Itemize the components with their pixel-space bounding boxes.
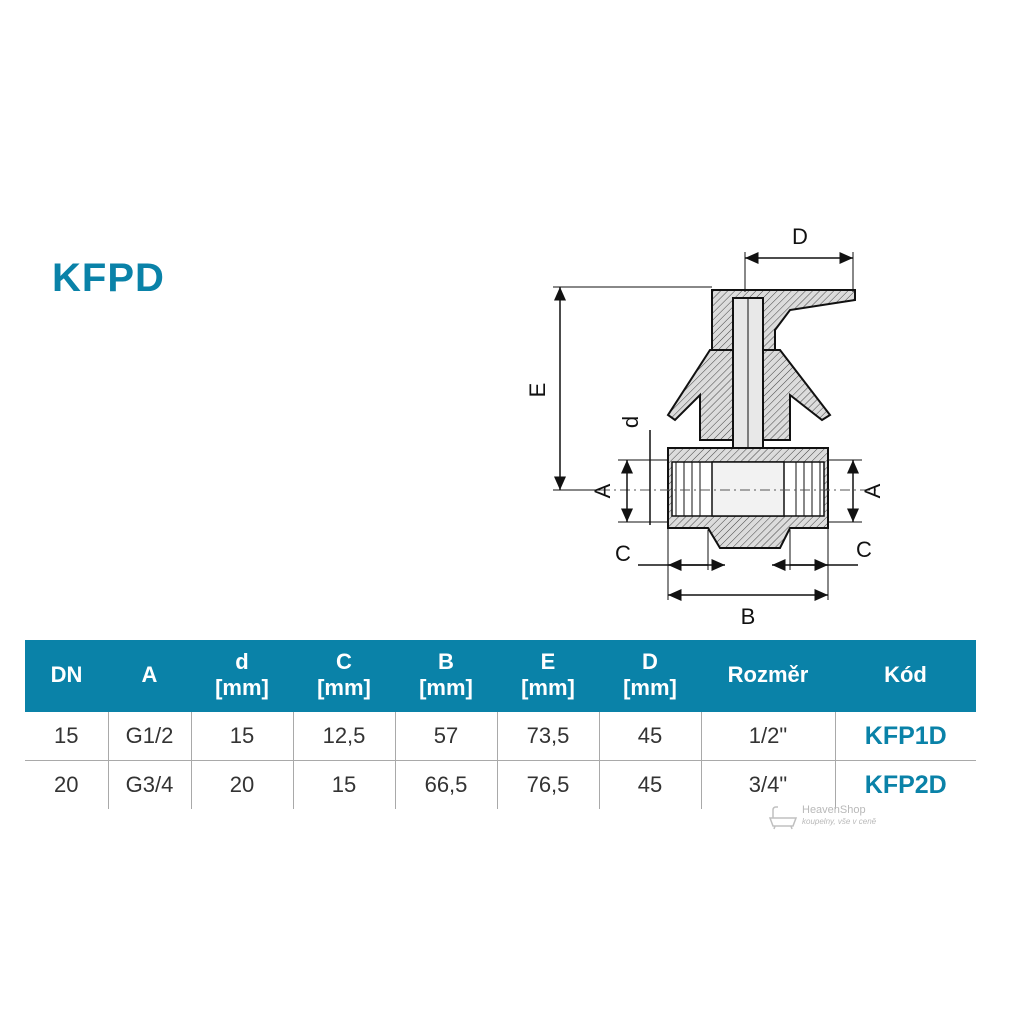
cell-rozmer: 1/2" [701,711,836,761]
watermark-tagline: koupelny, vše v ceně [802,817,877,826]
label-A-left: A [590,483,615,498]
cell-dn: 15 [25,711,109,761]
cell-d: 45 [599,711,702,761]
cell-a: G3/4 [108,760,192,809]
cell-c: 12,5 [293,711,396,761]
table-row: 15 G1/2 15 12,5 57 73,5 45 1/2" KFP1D [25,711,976,761]
cell-kod: KFP1D [835,711,976,761]
header-c: C[mm] [293,640,395,712]
header-d: D[mm] [599,640,701,712]
header-e: E[mm] [497,640,599,712]
label-A-right: A [860,483,885,498]
cell-e: 73,5 [497,711,600,761]
table-row: 20 G3/4 20 15 66,5 76,5 45 3/4" KFP2D [25,760,976,809]
header-kod: Kód [835,640,976,712]
valve-technical-drawing: D E d A A C C B [525,224,885,629]
header-d-small: d[mm] [191,640,293,712]
cell-kod: KFP2D [864,770,947,799]
cell-b: 66,5 [395,760,498,809]
cell-d-small: 20 [191,760,294,809]
label-B: B [741,604,756,629]
watermark-brand: HeavenShop [802,804,866,816]
cell-a: G1/2 [108,711,192,761]
label-d: d [618,416,643,428]
cell-d-small: 15 [191,711,294,761]
label-D: D [792,224,808,249]
label-E: E [525,383,550,398]
cell-dn: 20 [25,760,109,809]
label-C-right: C [856,537,872,562]
cell-b: 57 [395,711,498,761]
header-a: A [108,640,191,712]
bathtub-icon [768,806,798,830]
header-dn: DN [25,640,108,712]
table-header-row: DN A d[mm] C[mm] B[mm] E[mm] D[mm] Rozmě… [25,640,976,712]
cell-rozmer: 3/4" [701,760,836,809]
spec-table: DN A d[mm] C[mm] B[mm] E[mm] D[mm] Rozmě… [25,640,976,809]
label-C-left: C [615,541,631,566]
watermark: HeavenShop koupelny, vše v ceně [768,804,877,830]
cell-d: 45 [599,760,702,809]
cell-c: 15 [293,760,396,809]
header-b: B[mm] [395,640,497,712]
header-rozmer: Rozměr [701,640,835,712]
product-title: KFPD [52,256,165,300]
cell-e: 76,5 [497,760,600,809]
